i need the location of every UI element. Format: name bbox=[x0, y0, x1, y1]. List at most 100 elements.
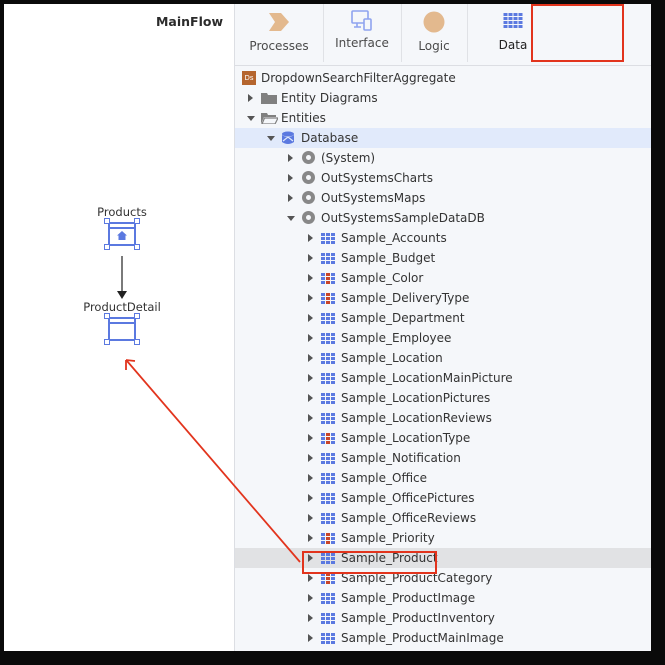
static-entity-icon bbox=[321, 573, 335, 584]
home-icon bbox=[117, 231, 127, 240]
entity-icon bbox=[321, 553, 335, 564]
expand-arrow-icon[interactable] bbox=[308, 314, 313, 322]
expand-arrow-icon[interactable] bbox=[308, 414, 313, 422]
expand-arrow-icon[interactable] bbox=[308, 614, 313, 622]
expand-arrow-icon[interactable] bbox=[308, 434, 313, 442]
expand-arrow-icon[interactable] bbox=[308, 634, 313, 642]
tree-label: Sample_Budget bbox=[341, 251, 436, 265]
module-icon bbox=[302, 191, 315, 204]
resize-handle[interactable] bbox=[104, 218, 110, 224]
tab-logic[interactable]: Logic bbox=[401, 4, 467, 65]
tree-label: Entity Diagrams bbox=[281, 91, 378, 105]
expand-arrow-icon[interactable] bbox=[288, 194, 293, 202]
resize-handle[interactable] bbox=[104, 244, 110, 250]
collapse-arrow-icon[interactable] bbox=[267, 136, 275, 141]
tree-item-entity[interactable]: Sample_LocationPictures bbox=[235, 388, 651, 408]
tab-label: Data bbox=[498, 38, 528, 52]
flow-title: MainFlow bbox=[155, 14, 223, 29]
tab-processes[interactable]: Processes bbox=[235, 4, 323, 65]
expand-arrow-icon[interactable] bbox=[308, 294, 313, 302]
expand-arrow-icon[interactable] bbox=[308, 474, 313, 482]
expand-arrow-icon[interactable] bbox=[308, 514, 313, 522]
resize-handle[interactable] bbox=[104, 339, 110, 345]
tree-item-entity[interactable]: Sample_LocationMainPicture bbox=[235, 368, 651, 388]
tree-item-entity[interactable]: Sample_Department bbox=[235, 308, 651, 328]
tree-item-entity[interactable]: Sample_Budget bbox=[235, 248, 651, 268]
tree-item-entity[interactable]: Sample_Accounts bbox=[235, 228, 651, 248]
tree-item-entity[interactable]: Sample_Employee bbox=[235, 328, 651, 348]
expand-arrow-icon[interactable] bbox=[308, 494, 313, 502]
tab-interface[interactable]: Interface bbox=[323, 4, 401, 65]
tree-item-entities[interactable]: Entities bbox=[235, 108, 651, 128]
tree-item-entity[interactable]: Sample_ProductInventory bbox=[235, 608, 651, 628]
elements-panel: Processes Interface Logic bbox=[235, 4, 651, 651]
expand-arrow-icon[interactable] bbox=[308, 454, 313, 462]
resize-handle[interactable] bbox=[104, 313, 110, 319]
tree-label: Database bbox=[301, 131, 359, 145]
expand-arrow-icon[interactable] bbox=[288, 174, 293, 182]
entity-icon bbox=[321, 453, 335, 464]
tree-item-module[interactable]: OutSystemsSampleDataDB bbox=[235, 208, 651, 228]
tree-label: OutSystemsMaps bbox=[321, 191, 426, 205]
expand-arrow-icon[interactable] bbox=[308, 354, 313, 362]
panel-divider[interactable] bbox=[234, 4, 235, 651]
resize-handle[interactable] bbox=[134, 313, 140, 319]
tree-label: Sample_LocationReviews bbox=[341, 411, 492, 425]
screen-icon[interactable] bbox=[104, 313, 140, 345]
entity-icon bbox=[321, 233, 335, 244]
screen-node-products[interactable]: Products bbox=[87, 205, 157, 250]
expand-arrow-icon[interactable] bbox=[308, 394, 313, 402]
tree-item-module[interactable]: OutSystemsCharts bbox=[235, 168, 651, 188]
module-icon bbox=[302, 211, 315, 224]
tree-item-root[interactable]: Ds DropdownSearchFilterAggregate bbox=[235, 68, 651, 88]
collapse-arrow-icon[interactable] bbox=[287, 216, 295, 221]
entity-icon bbox=[321, 473, 335, 484]
tree-label: Sample_DeliveryType bbox=[341, 291, 470, 305]
resize-handle[interactable] bbox=[134, 339, 140, 345]
tree-item-entity[interactable]: Sample_Priority bbox=[235, 528, 651, 548]
tree-item-entity-diagrams[interactable]: Entity Diagrams bbox=[235, 88, 651, 108]
screen-node-productdetail[interactable]: ProductDetail bbox=[77, 300, 167, 345]
tree-item-entity[interactable]: Sample_Location bbox=[235, 348, 651, 368]
tree-item-entity[interactable]: Sample_ProductMainImage bbox=[235, 628, 651, 648]
expand-arrow-icon[interactable] bbox=[308, 374, 313, 382]
flow-canvas[interactable]: MainFlow Products ProductDetail bbox=[4, 4, 234, 651]
tree-item-entity[interactable]: Sample_ProductCategory bbox=[235, 568, 651, 588]
tree-item-database[interactable]: Database bbox=[235, 128, 651, 148]
tab-bar: Processes Interface Logic bbox=[235, 4, 651, 66]
tree-item-module[interactable]: OutSystemsMaps bbox=[235, 188, 651, 208]
expand-arrow-icon[interactable] bbox=[308, 334, 313, 342]
tree-item-entity[interactable]: Sample_ProductImage bbox=[235, 588, 651, 608]
expand-arrow-icon[interactable] bbox=[308, 554, 313, 562]
tree-item-entity[interactable]: Sample_DeliveryType bbox=[235, 288, 651, 308]
tree-item-entity[interactable]: Sample_Product bbox=[235, 548, 651, 568]
tree-label: Sample_LocationPictures bbox=[341, 391, 491, 405]
tree-item-module[interactable]: (System) bbox=[235, 148, 651, 168]
expand-arrow-icon[interactable] bbox=[248, 94, 253, 102]
expand-arrow-icon[interactable] bbox=[308, 274, 313, 282]
expand-arrow-icon[interactable] bbox=[308, 234, 313, 242]
tree-item-entity[interactable]: Sample_Color bbox=[235, 268, 651, 288]
node-label: Products bbox=[97, 205, 147, 219]
tree-item-entity[interactable]: Sample_Notification bbox=[235, 448, 651, 468]
static-entity-icon bbox=[321, 533, 335, 544]
tree-label: Sample_OfficePictures bbox=[341, 491, 475, 505]
expand-arrow-icon[interactable] bbox=[308, 534, 313, 542]
expand-arrow-icon[interactable] bbox=[308, 594, 313, 602]
expand-arrow-icon[interactable] bbox=[308, 574, 313, 582]
tree-item-entity[interactable]: Sample_LocationReviews bbox=[235, 408, 651, 428]
tree-item-entity[interactable]: Sample_Office bbox=[235, 468, 651, 488]
expand-arrow-icon[interactable] bbox=[308, 254, 313, 262]
tree-label: Sample_Color bbox=[341, 271, 424, 285]
tree-item-entity[interactable]: Sample_OfficeReviews bbox=[235, 508, 651, 528]
expand-arrow-icon[interactable] bbox=[288, 154, 293, 162]
collapse-arrow-icon[interactable] bbox=[247, 116, 255, 121]
tab-data[interactable]: Data bbox=[467, 4, 559, 65]
tree-label: Sample_ProductImage bbox=[341, 591, 476, 605]
tree-item-entity[interactable]: Sample_LocationType bbox=[235, 428, 651, 448]
home-screen-icon[interactable] bbox=[104, 218, 140, 250]
resize-handle[interactable] bbox=[134, 244, 140, 250]
tree-label: Sample_LocationType bbox=[341, 431, 471, 445]
resize-handle[interactable] bbox=[134, 218, 140, 224]
tree-item-entity[interactable]: Sample_OfficePictures bbox=[235, 488, 651, 508]
